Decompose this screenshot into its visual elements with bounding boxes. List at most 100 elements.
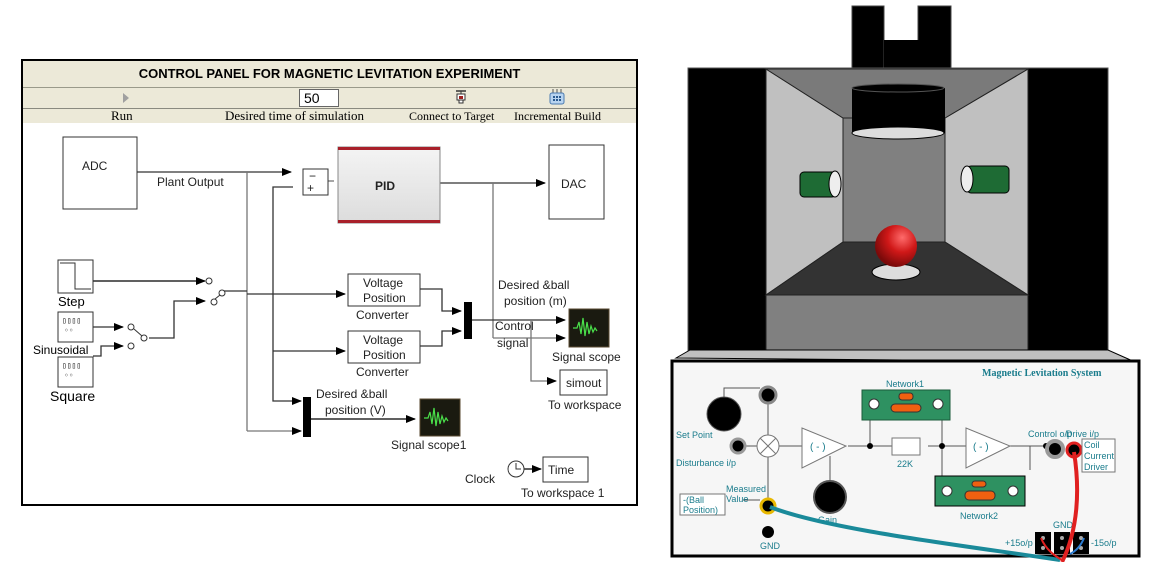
disturbance-jack[interactable] xyxy=(729,437,747,455)
generator-glyph: ▯▯▯▯ xyxy=(62,361,81,370)
gnd-jack[interactable] xyxy=(762,526,774,538)
signal-scope1-label: Signal scope1 xyxy=(391,438,467,452)
converter-label: Voltage xyxy=(363,276,403,290)
simout-label: simout xyxy=(566,376,602,390)
signal-label: Desired &ball xyxy=(316,387,387,401)
simulink-diagram: ADC Plant Output xyxy=(33,136,622,500)
clock-block[interactable] xyxy=(507,460,525,478)
network1-board[interactable] xyxy=(861,389,951,421)
pid-block[interactable]: PID xyxy=(337,146,441,224)
coil-driver-box xyxy=(1081,438,1116,473)
red-cable[interactable] xyxy=(1060,451,1080,562)
signal-scope-label: Signal scope xyxy=(552,350,621,364)
converter-label: Converter xyxy=(356,308,409,322)
coil-driver-label: Coil xyxy=(1084,440,1100,450)
play-icon[interactable] xyxy=(123,93,129,103)
resistor-label: 22K xyxy=(897,459,913,469)
summing-junction xyxy=(756,434,780,458)
network1-label: Network1 xyxy=(886,379,924,389)
simout-block[interactable]: simout xyxy=(559,369,608,396)
control-output-jack[interactable] xyxy=(1045,439,1065,459)
levitated-ball xyxy=(875,225,917,267)
generator-glyph: ◦◦ xyxy=(64,326,73,335)
minus15-label: -15o/p xyxy=(1091,538,1117,548)
disturbance-label: Disturbance i/p xyxy=(676,458,736,468)
gain-label: Gain xyxy=(818,515,837,525)
measured-value-label: Measured xyxy=(726,484,766,494)
inverting-amplifier-2: ( - ) xyxy=(965,427,1012,469)
teal-cable[interactable] xyxy=(769,505,1061,562)
coil-support-posts xyxy=(851,5,952,69)
control-panel: CONTROL PANEL FOR MAGNETIC LEVITATION EX… xyxy=(21,59,638,506)
step-block[interactable] xyxy=(57,259,94,294)
wires xyxy=(93,168,566,473)
measured-value-label: Value xyxy=(726,494,748,504)
node xyxy=(867,443,873,449)
resistor-22k xyxy=(891,437,921,456)
dac-block[interactable]: DAC xyxy=(548,144,605,220)
voltage-position-converter-1[interactable]: Voltage Position Converter xyxy=(347,273,421,322)
to-workspace1-label: To workspace 1 xyxy=(521,486,605,500)
coil-driver-label: Current xyxy=(1084,451,1115,461)
red-jumper xyxy=(1040,537,1063,561)
electromagnet xyxy=(851,83,945,140)
gnd-label: GND xyxy=(760,541,781,551)
plant-output-label: Plant Output xyxy=(157,175,224,189)
ball-position-box xyxy=(679,493,726,516)
network2-label: Network2 xyxy=(960,511,998,521)
voltage-position-converter-2[interactable]: Voltage Position Converter xyxy=(347,330,421,379)
plus-sign: + xyxy=(307,181,314,195)
converter-label: Position xyxy=(363,291,406,305)
gain-knob[interactable] xyxy=(813,480,847,514)
board-title: Magnetic Levitation System xyxy=(982,368,1102,379)
inverting-amplifier-1: ( - ) xyxy=(801,427,848,469)
dac-label: DAC xyxy=(561,177,587,191)
minus-sign: − xyxy=(309,169,316,183)
set-point-label: Set Point xyxy=(676,430,713,440)
square-block[interactable]: ▯▯▯▯ ◦◦ xyxy=(57,356,94,388)
step-label: Step xyxy=(58,294,85,309)
plus15-label: +15o/p xyxy=(1005,538,1033,548)
generator-glyph: ◦◦ xyxy=(64,371,73,380)
signal-label: signal xyxy=(497,336,528,350)
control-output-label: Control o/p xyxy=(1028,429,1072,439)
build-button-label[interactable]: Incremental Build xyxy=(514,109,601,123)
connect-button-label[interactable]: Connect to Target xyxy=(409,109,495,123)
manual-switches[interactable] xyxy=(127,277,226,350)
clock-label: Clock xyxy=(465,472,496,486)
toolbar xyxy=(23,88,636,109)
signal-label: Desired &ball xyxy=(498,278,569,292)
drive-input-label: Drive i/p xyxy=(1066,429,1099,439)
run-button-label[interactable]: Run xyxy=(111,108,133,123)
connect-plug-icon[interactable] xyxy=(454,89,468,106)
node xyxy=(939,443,945,449)
incremental-build-icon[interactable] xyxy=(548,88,566,106)
time-block[interactable]: Time xyxy=(542,456,589,483)
signal-scope1-block[interactable] xyxy=(419,398,461,437)
blue-jumper xyxy=(1069,537,1085,555)
ball-position-label: -(Ball xyxy=(683,495,704,505)
adc-label: ADC xyxy=(82,159,108,173)
panel-title: CONTROL PANEL FOR MAGNETIC LEVITATION EX… xyxy=(23,61,636,88)
pid-label: PID xyxy=(375,179,395,193)
signal-scope-block[interactable] xyxy=(568,308,610,348)
amp-sign: ( - ) xyxy=(810,442,826,453)
sensor-right xyxy=(960,165,1010,194)
gnd2-label: GND xyxy=(1053,520,1074,530)
signal-label: position (V) xyxy=(325,403,386,417)
mux-block[interactable] xyxy=(464,302,472,339)
sim-time-label: Desired time of simulation xyxy=(225,108,365,123)
network2-board[interactable] xyxy=(934,475,1026,507)
jack-top[interactable] xyxy=(758,385,778,405)
simulation-time-input[interactable] xyxy=(299,89,339,107)
converter-label: Position xyxy=(363,348,406,362)
signal-label: position (m) xyxy=(504,294,567,308)
sum-block[interactable]: − + xyxy=(302,168,329,196)
mux-block[interactable] xyxy=(303,397,311,437)
adc-block[interactable]: ADC xyxy=(62,136,138,210)
ball-position-label: Position) xyxy=(683,505,718,515)
sinusoidal-block[interactable]: ▯▯▯▯ ◦◦ xyxy=(57,311,94,343)
toolbar-labels: Run Desired time of simulation Connect t… xyxy=(23,109,636,123)
set-point-knob[interactable] xyxy=(706,396,742,432)
to-workspace-label: To workspace xyxy=(548,398,622,412)
